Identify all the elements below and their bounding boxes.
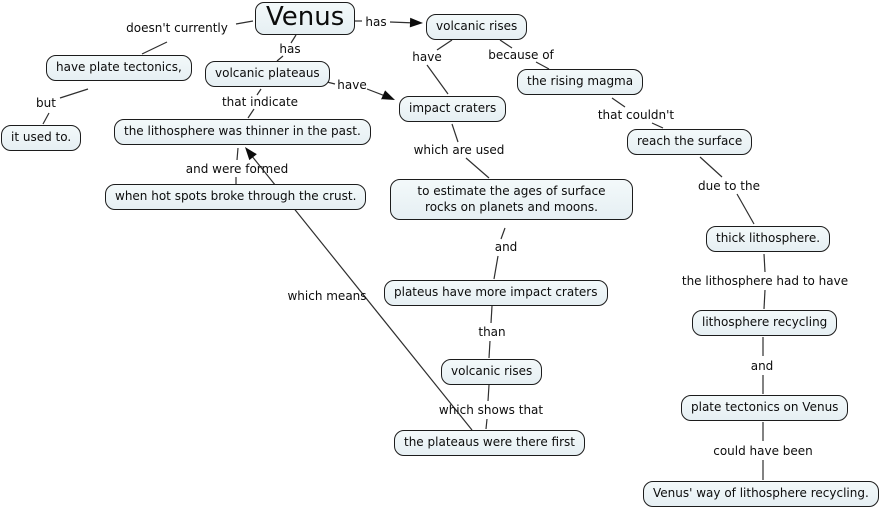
link-label-but[interactable]: but [36, 96, 56, 110]
link-label-has-right[interactable]: has [365, 15, 387, 29]
concept-node-have-plate-tectonics[interactable]: have plate tectonics, [46, 55, 192, 81]
connector-line [290, 34, 297, 44]
connector-line [699, 156, 723, 178]
link-label-which-shows-that[interactable]: which shows that [438, 403, 544, 417]
concept-node-plateaus-there-first[interactable]: the plateaus were there first [394, 430, 585, 456]
connector-line [535, 61, 550, 70]
link-label-that-indicate[interactable]: that indicate [221, 95, 299, 109]
concept-node-plate-tectonics-venus[interactable]: plate tectonics on Venus [681, 395, 849, 421]
concept-node-when-hot-spots[interactable]: when hot spots broke through the crust. [105, 184, 367, 210]
concept-node-impact-craters[interactable]: impact craters [399, 96, 507, 122]
connector-line [763, 253, 766, 273]
concept-node-volcanic-rises-bottom[interactable]: volcanic rises [441, 359, 543, 385]
connector-line [485, 418, 488, 430]
connector-line [236, 147, 239, 161]
concept-node-reach-the-surface[interactable]: reach the surface [627, 129, 753, 155]
arrowhead-icon [409, 17, 423, 28]
connector-line [247, 108, 255, 119]
link-label-because-of[interactable]: because of [488, 48, 554, 62]
connector-line [436, 39, 453, 51]
concept-node-plateus-more-craters[interactable]: plateus have more impact craters [384, 280, 608, 306]
concept-node-volcanic-rises-top[interactable]: volcanic rises [426, 14, 528, 40]
arrowhead-icon [245, 147, 257, 161]
link-label-has-below[interactable]: has [279, 42, 301, 56]
connector-line [141, 41, 168, 55]
link-label-and-mid[interactable]: and [494, 240, 518, 254]
concept-node-venus[interactable]: Venus [255, 2, 356, 35]
link-label-that-couldnt[interactable]: that couldn't [597, 108, 675, 122]
arrowhead-icon [381, 90, 395, 100]
connector-line [59, 88, 89, 99]
link-label-could-have-been[interactable]: could have been [713, 444, 813, 458]
link-label-and-were-formed[interactable]: and were formed [185, 162, 289, 176]
connector-line [256, 88, 262, 96]
connector-line [487, 384, 490, 402]
connector-line [451, 123, 459, 143]
connector-line [465, 157, 490, 179]
link-label-due-to-the[interactable]: due to the [698, 179, 760, 193]
connector-line [736, 193, 755, 225]
concept-node-thick-lithosphere[interactable]: thick lithosphere. [706, 226, 831, 252]
link-label-have-plateaus[interactable]: have [337, 78, 367, 92]
link-label-and-right[interactable]: and [750, 359, 774, 373]
connector-line [42, 112, 50, 125]
connector-line [488, 340, 491, 359]
connector-line [493, 255, 499, 280]
concept-node-the-rising-magma[interactable]: the rising magma [517, 69, 644, 95]
connector-line [499, 39, 513, 49]
concept-node-lithosphere-recycling[interactable]: lithosphere recycling [692, 310, 838, 336]
link-label-which-means[interactable]: which means [287, 289, 367, 303]
connector-line [500, 227, 506, 240]
concept-node-volcanic-plateaus[interactable]: volcanic plateaus [205, 61, 330, 87]
concept-node-lithosphere-thinner[interactable]: the lithosphere was thinner in the past. [114, 119, 371, 145]
connector-line [763, 289, 766, 310]
link-label-doesnt-currently[interactable]: doesn't currently [126, 21, 228, 35]
connector-line [490, 305, 493, 324]
connector-line [235, 20, 254, 25]
link-label-than[interactable]: than [478, 325, 506, 339]
concept-node-venus-way[interactable]: Venus' way of lithosphere recycling. [643, 481, 879, 507]
connector-line [611, 97, 626, 108]
link-label-which-are-used[interactable]: which are used [413, 143, 505, 157]
concept-node-to-estimate-ages[interactable]: to estimate the ages of surface rocks on… [390, 179, 633, 221]
connector-line [651, 122, 664, 129]
concept-node-it-used-to[interactable]: it used to. [1, 125, 82, 151]
link-label-lithosphere-had-to-have[interactable]: the lithosphere had to have [681, 274, 849, 288]
connector-line [426, 64, 449, 95]
link-label-have-rises[interactable]: have [412, 50, 442, 64]
connector-line [276, 55, 284, 62]
